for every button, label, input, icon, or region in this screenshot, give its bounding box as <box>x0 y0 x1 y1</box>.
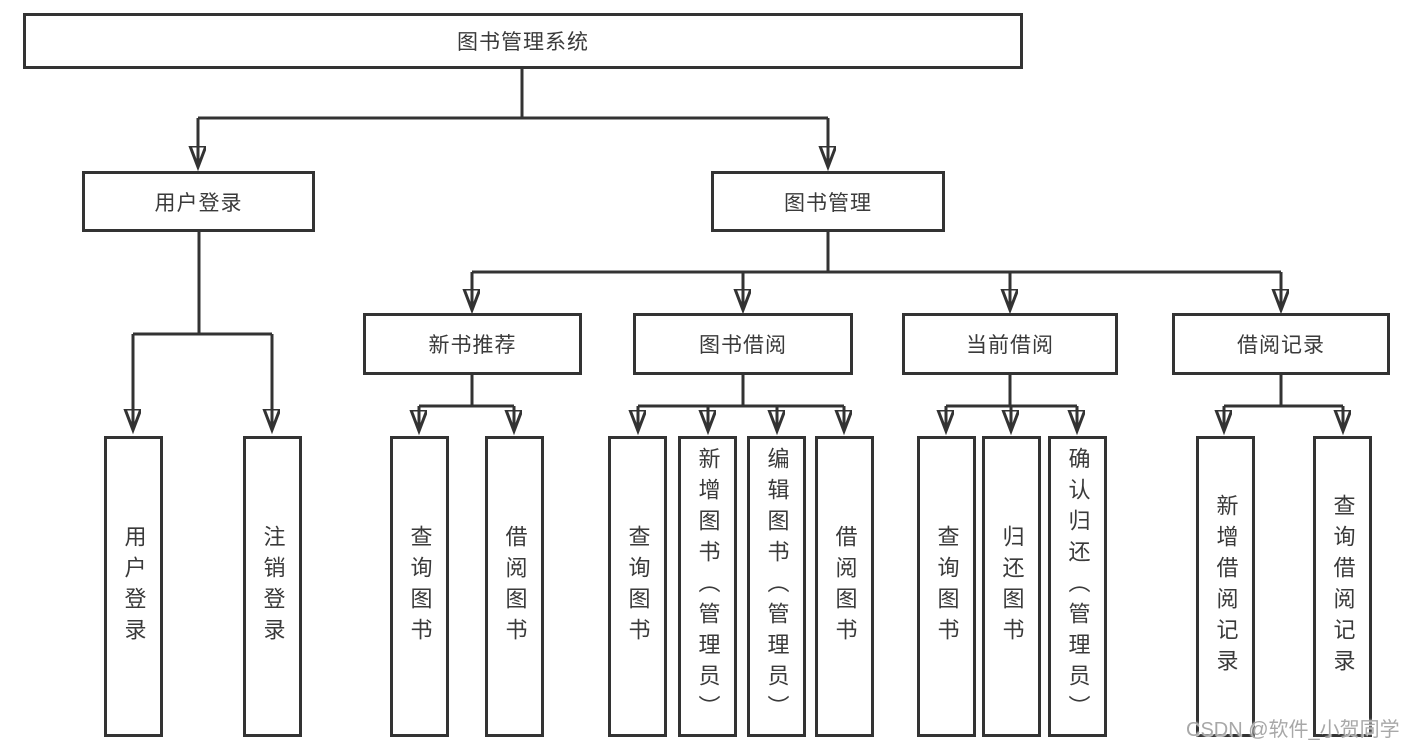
leaf-edit-book-admin: 编辑图书（管理员） <box>747 436 806 737</box>
leaf-user-login: 用户登录 <box>104 436 163 737</box>
leaf-add-book-admin: 新增图书（管理员） <box>678 436 737 737</box>
node-label: 查询图书 <box>934 524 960 649</box>
leaf-query-borrow-record: 查询借阅记录 <box>1313 436 1372 737</box>
node-label: 查询图书 <box>625 524 651 649</box>
leaf-borrow-books-recommend: 借阅图书 <box>485 436 544 737</box>
node-current-borrowing: 当前借阅 <box>902 313 1118 375</box>
connector-root-to-level1 <box>198 69 828 166</box>
node-label: 当前借阅 <box>966 334 1054 357</box>
leaf-confirm-return-admin: 确认归还（管理员） <box>1048 436 1107 737</box>
node-label: 用户登录 <box>154 191 243 215</box>
leaf-return-books: 归还图书 <box>982 436 1041 737</box>
node-library-system: 图书管理系统 <box>23 13 1023 69</box>
leaf-borrow-books-borrowing: 借阅图书 <box>815 436 874 737</box>
connector-book-management-children <box>472 232 1281 309</box>
node-label: 查询借阅记录 <box>1330 493 1356 680</box>
node-label: 编辑图书（管理员） <box>764 447 790 726</box>
leaf-query-books-recommend: 查询图书 <box>390 436 449 737</box>
node-label: 查询图书 <box>407 524 433 649</box>
leaf-query-books-current: 查询图书 <box>917 436 976 737</box>
node-label: 借阅记录 <box>1237 334 1325 357</box>
node-label: 注销登录 <box>260 524 286 649</box>
node-borrowing-records: 借阅记录 <box>1172 313 1390 375</box>
leaf-logout-login: 注销登录 <box>243 436 302 737</box>
node-label: 借阅图书 <box>832 524 858 649</box>
connector-borrowing-records-children <box>1224 375 1343 430</box>
node-label: 图书借阅 <box>699 334 787 357</box>
node-label: 图书管理系统 <box>457 31 589 54</box>
node-new-book-recommendation: 新书推荐 <box>363 313 582 375</box>
connector-new-book-recommendation-children <box>419 375 514 430</box>
connector-user-login-children <box>133 232 272 429</box>
node-label: 用户登录 <box>121 524 147 649</box>
node-label: 新增图书（管理员） <box>695 447 721 726</box>
watermark-csdn: CSDN @软件_小贺同学 <box>1186 719 1400 741</box>
leaf-add-borrow-record: 新增借阅记录 <box>1196 436 1255 737</box>
node-label: 新增借阅记录 <box>1213 493 1239 680</box>
node-label: 确认归还（管理员） <box>1065 447 1091 726</box>
node-label: 归还图书 <box>999 524 1025 649</box>
node-label: 新书推荐 <box>428 334 517 357</box>
node-book-management: 图书管理 <box>711 171 945 232</box>
connector-book-borrowing-children <box>638 375 844 430</box>
node-label: 图书管理 <box>784 191 872 215</box>
connector-current-borrowing-children <box>946 375 1077 430</box>
node-book-borrowing: 图书借阅 <box>633 313 853 375</box>
node-user-login: 用户登录 <box>82 171 315 232</box>
node-label: 借阅图书 <box>502 524 528 649</box>
leaf-query-books-borrowing: 查询图书 <box>608 436 667 737</box>
